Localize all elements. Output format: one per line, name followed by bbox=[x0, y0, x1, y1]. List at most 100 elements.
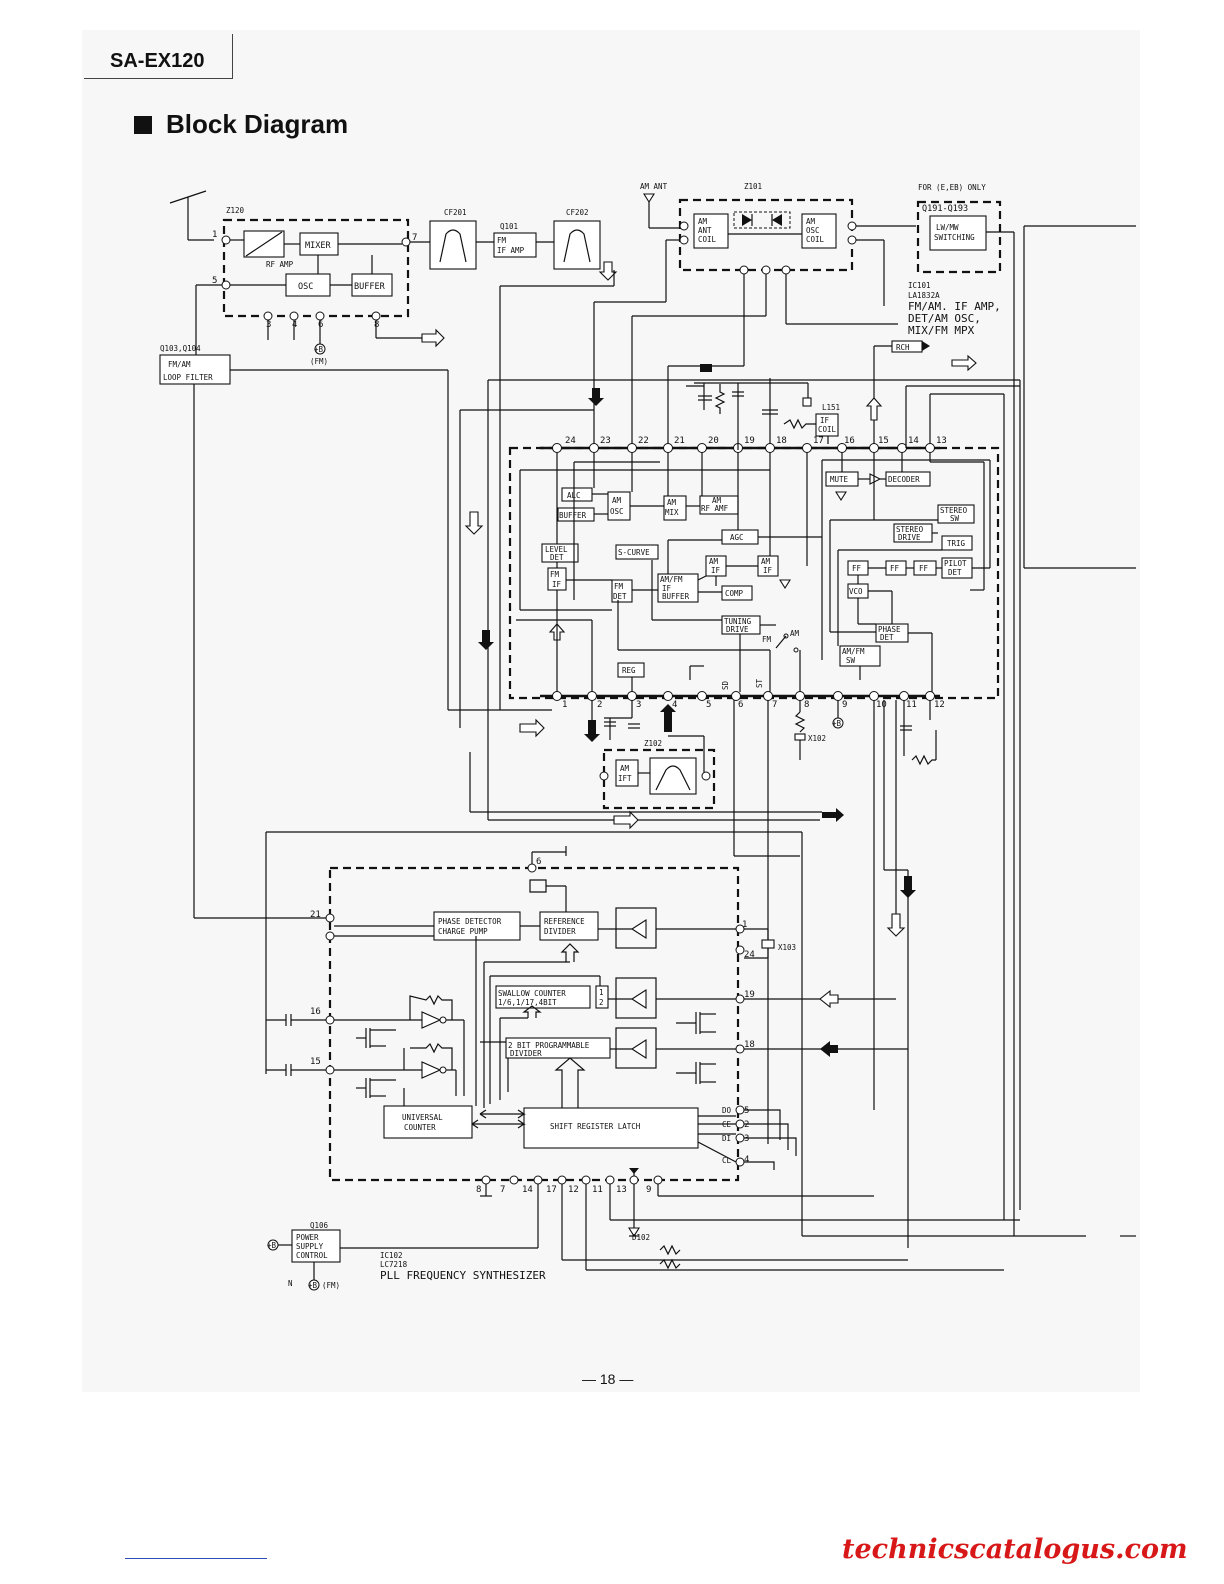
am-osc-coil bbox=[801, 213, 837, 249]
svg-text:AM: AM bbox=[612, 496, 622, 505]
fm-antenna bbox=[169, 190, 214, 241]
svg-text:MUTE: MUTE bbox=[830, 475, 849, 484]
svg-text:18: 18 bbox=[744, 1040, 755, 1050]
z101-label: Z101 bbox=[744, 182, 762, 191]
z120-label: Z120 bbox=[226, 206, 245, 215]
svg-text:LW/MW: LW/MW bbox=[936, 223, 959, 232]
svg-text:PHASE DETECTOR: PHASE DETECTOR bbox=[438, 917, 502, 926]
svg-text:6: 6 bbox=[738, 700, 743, 710]
svg-text:BUFFER: BUFFER bbox=[559, 511, 587, 520]
svg-text:MIX: MIX bbox=[665, 508, 679, 517]
svg-text:FM: FM bbox=[550, 570, 560, 579]
svg-text:23: 23 bbox=[600, 436, 611, 446]
svg-text:CONTROL: CONTROL bbox=[296, 1251, 328, 1260]
svg-text:22: 22 bbox=[638, 436, 649, 446]
svg-text:AM/FM: AM/FM bbox=[660, 575, 683, 584]
model-label: SA-EX120 bbox=[110, 50, 205, 72]
svg-text:24: 24 bbox=[744, 950, 755, 960]
svg-text:18: 18 bbox=[776, 436, 787, 446]
watermark: technicscatalogus.com bbox=[842, 1534, 1188, 1565]
fm-if-amp-block bbox=[493, 232, 537, 258]
svg-text:12: 12 bbox=[568, 1185, 579, 1195]
svg-text:LOOP FILTER: LOOP FILTER bbox=[163, 373, 213, 382]
svg-text:DIVIDER: DIVIDER bbox=[510, 1049, 542, 1058]
svg-text:AGC: AGC bbox=[730, 533, 744, 542]
svg-text:8: 8 bbox=[476, 1185, 481, 1195]
svg-text:TUNING: TUNING bbox=[724, 617, 752, 626]
svg-text:IFT: IFT bbox=[618, 774, 632, 783]
svg-text:SW: SW bbox=[846, 656, 856, 665]
svg-text:1: 1 bbox=[212, 230, 217, 240]
svg-text:2 BIT PROGRAMMABLE: 2 BIT PROGRAMMABLE bbox=[508, 1041, 590, 1050]
power-supply-control-block bbox=[291, 1229, 341, 1263]
svg-text:+B: +B bbox=[832, 719, 842, 728]
svg-text:11: 11 bbox=[592, 1185, 603, 1195]
svg-text:21: 21 bbox=[674, 436, 685, 446]
shift-register-latch-block bbox=[523, 1107, 699, 1149]
svg-text:9: 9 bbox=[646, 1185, 651, 1195]
svg-text:11: 11 bbox=[906, 700, 917, 710]
q106-label: Q106 bbox=[310, 1221, 329, 1230]
svg-text:7: 7 bbox=[412, 233, 417, 243]
svg-text:IF: IF bbox=[711, 566, 721, 575]
svg-text:4: 4 bbox=[744, 1155, 749, 1165]
svg-text:3: 3 bbox=[636, 700, 641, 710]
model-frame bbox=[84, 34, 233, 79]
svg-text:SHIFT REGISTER LATCH: SHIFT REGISTER LATCH bbox=[550, 1122, 641, 1131]
svg-text:16: 16 bbox=[310, 1007, 321, 1017]
x103-label: X103 bbox=[778, 943, 796, 952]
ic102-label: IC102 bbox=[380, 1251, 403, 1260]
svg-text:ANT: ANT bbox=[698, 226, 712, 235]
svg-text:IF AMP: IF AMP bbox=[497, 246, 525, 255]
svg-text:AM/FM: AM/FM bbox=[842, 647, 865, 656]
svg-text:20: 20 bbox=[708, 436, 719, 446]
svg-text:3: 3 bbox=[266, 320, 271, 330]
svg-text:15: 15 bbox=[878, 436, 889, 446]
svg-text:13: 13 bbox=[616, 1185, 627, 1195]
svg-text:SW: SW bbox=[950, 514, 960, 523]
svg-text:DECODER: DECODER bbox=[888, 475, 920, 484]
lwmw-switching-block bbox=[929, 215, 987, 251]
svg-text:+B: +B bbox=[267, 1241, 277, 1250]
q103-label: Q103,Q104 bbox=[160, 344, 201, 353]
svg-text:4: 4 bbox=[672, 700, 677, 710]
ic101-bottom-pins: 1 2 3 4 5 6 7 8 9 10 11 12 bbox=[552, 691, 945, 710]
cf202-label: CF202 bbox=[566, 208, 589, 217]
svg-text:DIVIDER: DIVIDER bbox=[544, 927, 576, 936]
svg-text:(FM): (FM) bbox=[310, 357, 328, 366]
q191-module bbox=[916, 200, 1002, 274]
footer-rule bbox=[125, 1558, 267, 1559]
svg-text:14: 14 bbox=[908, 436, 919, 446]
svg-text:2: 2 bbox=[599, 998, 604, 1007]
svg-text:COIL: COIL bbox=[818, 425, 837, 434]
svg-text:OSC: OSC bbox=[610, 507, 624, 516]
programmable-divider-block bbox=[505, 1037, 611, 1059]
svg-text:12: 12 bbox=[934, 700, 945, 710]
svg-text:COIL: COIL bbox=[698, 235, 717, 244]
ic101-chip bbox=[508, 446, 1000, 700]
am-mix-block bbox=[663, 495, 687, 521]
pll-caption: PLL FREQUENCY SYNTHESIZER bbox=[380, 1269, 546, 1282]
svg-text:PILOT: PILOT bbox=[944, 559, 967, 568]
svg-text:15: 15 bbox=[310, 1057, 321, 1067]
svg-text:REG: REG bbox=[622, 666, 636, 675]
svg-text:Q191-Q193: Q191-Q193 bbox=[922, 204, 968, 214]
am-fm-if-buffer-block bbox=[657, 573, 699, 603]
svg-text:16: 16 bbox=[844, 436, 855, 446]
z102-label: Z102 bbox=[644, 739, 662, 748]
svg-text:BUFFER: BUFFER bbox=[662, 592, 690, 601]
svg-text:(FM): (FM) bbox=[322, 1281, 340, 1290]
page-number: — 18 — bbox=[582, 1371, 634, 1387]
svg-text:IF: IF bbox=[552, 580, 562, 589]
svg-text:COIL: COIL bbox=[806, 235, 825, 244]
ic101-top-pins: 24 23 22 21 20 19 18 17 16 15 14 13 bbox=[552, 436, 947, 453]
svg-text:4: 4 bbox=[292, 320, 297, 330]
ic102-bottom-pins: 8 7 14 17 12 11 13 9 bbox=[476, 1175, 663, 1195]
svg-text:SUPPLY: SUPPLY bbox=[296, 1242, 324, 1251]
svg-text:17: 17 bbox=[813, 436, 824, 446]
fm-det-block bbox=[611, 579, 633, 603]
svg-text:1: 1 bbox=[599, 988, 604, 997]
svg-text:IF: IF bbox=[662, 584, 672, 593]
svg-text:LC7218: LC7218 bbox=[380, 1260, 408, 1269]
svg-text:8: 8 bbox=[374, 320, 379, 330]
